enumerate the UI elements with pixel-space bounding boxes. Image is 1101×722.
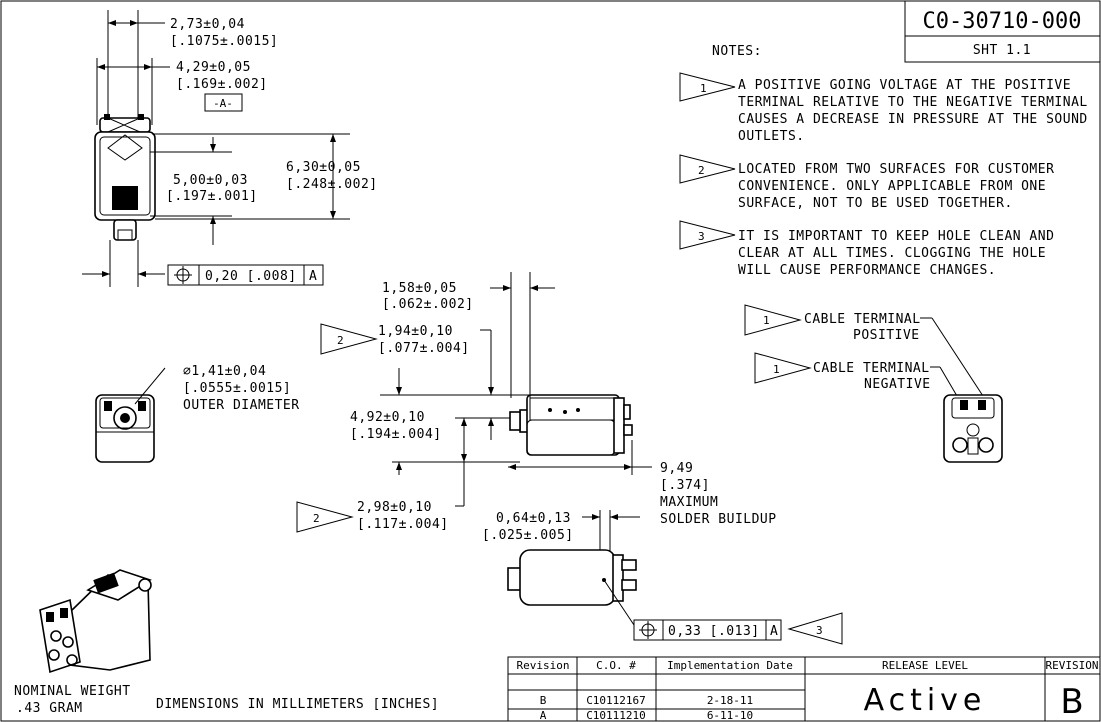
dim-298-mm: 2,98±0,10 [357,500,432,515]
cable-negative-line1: CABLE TERMINAL [813,361,930,376]
rev-row-b-rev: B [540,694,547,707]
dim-273-in: [.1075±.0015] [170,34,278,49]
dim-500-in: [.197±.001] [166,189,258,204]
fcf1-tolerance: 0,20 [.008] [205,269,297,284]
dim-064-mm: 0,64±0,13 [496,511,571,526]
notes-section: NOTES: 1 A POSITIVE GOING VOLTAGE AT THE… [679,44,1088,278]
revision-label: REVISION [1046,659,1099,672]
cable-positive-line2: POSITIVE [853,328,920,343]
dim-500-mm: 5,00±0,03 [173,173,248,188]
bottom-view: 0,64±0,13 [.025±.005] 0,33 [.013] A 3 [482,510,843,645]
note-text-line: A POSITIVE GOING VOLTAGE AT THE POSITIVE [738,78,1071,93]
release-level-label: RELEASE LEVEL [882,659,968,672]
title-block: C0-30710-000 SHT 1.1 [904,0,1101,63]
notes-header: NOTES: [712,44,762,59]
rev-row-b-date: 2-18-11 [707,694,753,707]
note-text-line: IT IS IMPORTANT TO KEEP HOLE CLEAN AND [738,229,1054,244]
note-1: 1 A POSITIVE GOING VOLTAGE AT THE POSITI… [679,72,1088,144]
rev-row-a-co: C10111210 [586,709,646,722]
fcf2-datum: A [770,624,778,639]
flag-1-neg: 1 [773,363,780,376]
note-3: 3 IT IS IMPORTANT TO KEEP HOLE CLEAN AND… [679,220,1054,278]
flag-2a: 2 [337,334,344,347]
dim-949-desc1: MAXIMUM [660,495,718,510]
note-text-line: LOCATED FROM TWO SURFACES FOR CUSTOMER [738,162,1054,177]
note-text-line: CONVENIENCE. ONLY APPLICABLE FROM ONE [738,179,1046,194]
dim-194-in: [.077±.004] [378,341,470,356]
dim-141-desc: OUTER DIAMETER [183,398,300,413]
dim-492-mm: 4,92±0,10 [350,410,425,425]
note-flag: 2 [698,164,705,177]
revision-table: Revision C.O. # Implementation Date B C1… [507,656,1101,722]
release-level-value: Active [864,683,987,718]
rev-row-a-date: 6-11-10 [707,709,753,722]
note-flag: 1 [700,82,707,95]
isometric-view [39,569,152,674]
rev-header-revision: Revision [517,659,570,672]
dim-141-in: [.0555±.0015] [183,381,291,396]
note-2: 2 LOCATED FROM TWO SURFACES FOR CUSTOMER… [679,154,1054,211]
feature-control-frame-2: 0,33 [.013] A 3 [633,612,843,645]
dim-273-mm: 2,73±0,04 [170,17,245,32]
fcf2-flag: 3 [816,624,823,637]
dim-158-mm: 1,58±0,05 [382,281,457,296]
dim-949-in: [.374] [660,478,710,493]
drawing-number: C0-30710-000 [923,9,1082,34]
datum-a-box [204,93,243,112]
datum-a-label: -A- [213,97,233,110]
units-note: DIMENSIONS IN MILLIMETERS [INCHES] [156,697,439,712]
end-view: ∅1,41±0,04 [.0555±.0015] OUTER DIAMETER [95,364,300,463]
dim-141-mm: ∅1,41±0,04 [183,364,266,379]
note-text-line: WILL CAUSE PERFORMANCE CHANGES. [738,263,996,278]
flag-1-pos: 1 [763,314,770,327]
terminal-view: 1 CABLE TERMINAL POSITIVE 1 CABLE TERMIN… [744,304,1003,463]
note-text-line: CLEAR AT ALL TIMES. CLOGGING THE HOLE [738,246,1046,261]
dim-064-in: [.025±.005] [482,528,574,543]
rev-header-co: C.O. # [596,659,636,672]
dim-630-in: [.248±.002] [286,177,378,192]
feature-control-frame-1: 0,20 [.008] A [167,264,324,286]
dim-630-mm: 6,30±0,05 [286,160,361,175]
front-view: 2,73±0,04 [.1075±.0015] 4,29±0,05 [.169±… [82,10,378,287]
rev-row-b-co: C10112167 [586,694,646,707]
dim-949-desc2: SOLDER BUILDUP [660,512,777,527]
note-text-line: OUTLETS. [738,129,805,144]
nominal-weight-value: .43 GRAM [16,701,83,716]
rev-header-date: Implementation Date [667,659,793,672]
dim-158-in: [.062±.002] [382,297,474,312]
revision-value: B [1060,682,1083,722]
dim-429-mm: 4,29±0,05 [176,60,251,75]
rev-row-a-rev: A [540,709,547,722]
dim-298-in: [.117±.004] [357,517,449,532]
nominal-weight-label: NOMINAL WEIGHT [14,684,131,699]
note-text-line: CAUSES A DECREASE IN PRESSURE AT THE SOU… [738,112,1088,127]
dim-194-mm: 1,94±0,10 [378,324,453,339]
note-flag: 3 [698,230,705,243]
cable-positive-line1: CABLE TERMINAL [804,312,921,327]
flag-2b: 2 [313,512,320,525]
cable-negative-line2: NEGATIVE [864,377,931,392]
side-view: 1,58±0,05 [.062±.002] 2 1,94±0,10 [.077±… [296,272,777,533]
sheet-number: SHT 1.1 [973,43,1031,58]
note-text-line: TERMINAL RELATIVE TO THE NEGATIVE TERMIN… [738,95,1088,110]
fcf2-tolerance: 0,33 [.013] [668,624,760,639]
dim-492-in: [.194±.004] [350,427,442,442]
dim-429-in: [.169±.002] [176,77,268,92]
fcf1-datum: A [309,269,317,284]
note-text-line: SURFACE, NOT TO BE USED TOGETHER. [738,196,1013,211]
dim-949-mm: 9,49 [660,461,693,476]
